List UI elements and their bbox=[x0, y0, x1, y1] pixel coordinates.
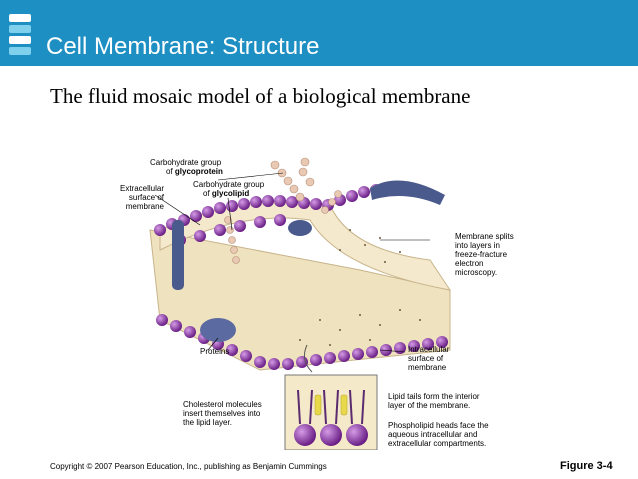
transmembrane-protein bbox=[172, 220, 184, 290]
title-bar: Cell Membrane: Structure bbox=[0, 0, 638, 66]
label-extracellular: Extracellular surface of membrane bbox=[120, 184, 165, 211]
copyright-footer: Copyright © 2007 Pearson Education, Inc.… bbox=[50, 462, 327, 471]
inset-tails bbox=[297, 389, 365, 425]
label-phospholipid-heads: Phospholipid heads face the aqueous intr… bbox=[388, 421, 489, 448]
label-pointers bbox=[154, 172, 430, 353]
logo-icon bbox=[9, 14, 31, 55]
glycoprotein-body bbox=[288, 220, 312, 236]
label-glycolipid: Carbohydrate group of glycolipid bbox=[193, 180, 265, 198]
phospholipid-heads-bottom bbox=[156, 314, 448, 370]
label-proteins: Proteins bbox=[200, 347, 230, 356]
surface-protein bbox=[370, 180, 445, 205]
label-membrane-splits: Membrane splits into layers in freeze-fr… bbox=[455, 232, 514, 277]
slide-title: Cell Membrane: Structure bbox=[46, 33, 320, 60]
inset-heads bbox=[294, 424, 368, 446]
label-intracellular: Intracellular surface of membrane bbox=[408, 345, 450, 372]
inset-arrow bbox=[303, 344, 313, 373]
membrane-diagram bbox=[149, 157, 452, 450]
label-glycoprotein: Carbohydrate group of glycoprotein bbox=[150, 158, 223, 176]
label-lipid-tails: Lipid tails form the interior layer of t… bbox=[388, 392, 480, 410]
inset-cholesterol bbox=[314, 394, 348, 416]
figure-label: Figure 3-4 bbox=[560, 460, 613, 472]
peripheral-protein bbox=[200, 318, 236, 342]
slide-subtitle: The fluid mosaic model of a biological m… bbox=[50, 84, 471, 108]
carbohydrate-chains bbox=[224, 157, 342, 264]
fracture-face-texture bbox=[299, 229, 421, 346]
label-cholesterol: Cholesterol molecules insert themselves … bbox=[183, 400, 262, 427]
